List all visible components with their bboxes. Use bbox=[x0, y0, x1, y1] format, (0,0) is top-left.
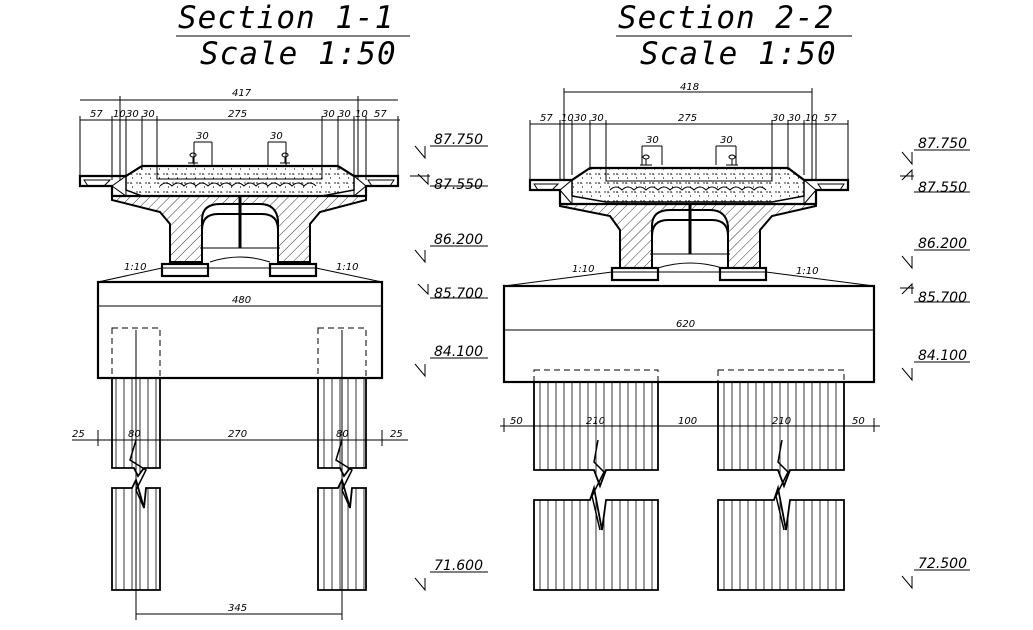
slope-left: 1:10 bbox=[124, 262, 146, 273]
elevation-4: 85.700 bbox=[434, 286, 483, 302]
deck-slab-2 bbox=[528, 166, 850, 206]
elevation-1: 87.750 bbox=[434, 132, 483, 148]
dim-10b-2: 10 bbox=[805, 113, 818, 124]
piles-2 bbox=[533, 381, 845, 591]
dim-pile-gap: 270 bbox=[228, 429, 247, 440]
pier-2 bbox=[559, 203, 817, 269]
section-scale-2: Scale 1:50 bbox=[640, 36, 837, 72]
pile-cap-2: 620 1:10 1:10 bbox=[502, 264, 876, 384]
dim-30d-2: 30 bbox=[788, 113, 801, 124]
elevation-6: 71.600 bbox=[434, 558, 483, 574]
dim-pile-a-2: 210 bbox=[586, 416, 605, 427]
pile-dimensions: 25 80 270 80 25 345 bbox=[72, 429, 408, 615]
elevation-6b: 72.500 bbox=[918, 556, 967, 572]
dim-edge-b-2: 50 bbox=[852, 416, 865, 427]
dim-cap-width-2: 620 bbox=[676, 319, 695, 330]
pile-dimensions-2: 50 210 100 210 50 bbox=[500, 416, 880, 432]
dim-pile-spacing: 345 bbox=[228, 603, 247, 614]
section-title: Section 1-1 bbox=[178, 0, 394, 36]
pier bbox=[111, 195, 367, 263]
dim-rail-b: 30 bbox=[270, 131, 283, 142]
section-1-1: Section 1-1 Scale 1:50 417 57 10 30 30 2… bbox=[72, 0, 488, 620]
dim-57a: 57 bbox=[90, 109, 103, 120]
dim-57b-2: 57 bbox=[824, 113, 837, 124]
section-2-2: Section 2-2 Scale 1:50 418 57 10 30 30 2… bbox=[500, 0, 970, 591]
elevation-3: 86.200 bbox=[434, 232, 483, 248]
dim-edge-a-2: 50 bbox=[510, 416, 523, 427]
slope-left-2: 1:10 bbox=[572, 264, 594, 275]
dim-edge-b: 25 bbox=[390, 429, 403, 440]
section-scale: Scale 1:50 bbox=[200, 36, 397, 72]
dim-10a-2: 10 bbox=[561, 113, 574, 124]
dim-10b: 10 bbox=[355, 109, 368, 120]
piles bbox=[111, 330, 367, 620]
dim-rail-b-2: 30 bbox=[720, 135, 733, 146]
dim-30c: 30 bbox=[322, 109, 335, 120]
section-title-2: Section 2-2 bbox=[618, 0, 834, 36]
elevation-5: 84.100 bbox=[434, 344, 483, 360]
dim-57b: 57 bbox=[374, 109, 387, 120]
dim-pile-a: 80 bbox=[128, 429, 141, 440]
dim-edge-a: 25 bbox=[72, 429, 85, 440]
dim-middle: 275 bbox=[228, 109, 247, 120]
dim-pile-b: 80 bbox=[336, 429, 349, 440]
pile-cap: 480 1:10 1:10 bbox=[96, 262, 384, 380]
elevation-1b: 87.750 bbox=[918, 136, 967, 152]
deck-slab bbox=[78, 164, 400, 198]
bearing-left-2 bbox=[610, 266, 660, 282]
dim-cap-width: 480 bbox=[232, 295, 251, 306]
slope-right: 1:10 bbox=[336, 262, 358, 273]
elevation-2: 87.550 bbox=[434, 177, 483, 193]
dim-rail-a-2: 30 bbox=[646, 135, 659, 146]
top-dimensions: 417 57 10 30 30 275 30 30 10 57 30 30 bbox=[79, 88, 400, 180]
top-dimensions-2: 418 57 10 30 30 275 30 30 10 57 30 30 bbox=[529, 82, 849, 180]
dim-30a-2: 30 bbox=[574, 113, 587, 124]
dim-57a-2: 57 bbox=[540, 113, 553, 124]
bearing-left bbox=[160, 262, 210, 278]
dim-middle-2: 275 bbox=[678, 113, 697, 124]
dim-10a: 10 bbox=[113, 109, 126, 120]
dim-30a: 30 bbox=[126, 109, 139, 120]
dim-30c-2: 30 bbox=[772, 113, 785, 124]
dim-30b-2: 30 bbox=[591, 113, 604, 124]
dim-total-top-2: 418 bbox=[680, 82, 699, 93]
dim-pile-b-2: 210 bbox=[772, 416, 791, 427]
elevation-5b: 84.100 bbox=[918, 348, 967, 364]
elevation-marks-2: 87.750 87.550 86.200 85.700 84.100 72.50… bbox=[900, 136, 970, 590]
bearing-right bbox=[268, 262, 318, 278]
elevation-2b: 87.550 bbox=[918, 180, 967, 196]
elevation-4b: 85.700 bbox=[918, 290, 967, 306]
elevation-3b: 86.200 bbox=[918, 236, 967, 252]
dim-total-top: 417 bbox=[232, 88, 252, 99]
bearing-right-2 bbox=[718, 266, 768, 282]
dim-30b: 30 bbox=[142, 109, 155, 120]
slope-right-2: 1:10 bbox=[796, 266, 818, 277]
dim-30d: 30 bbox=[338, 109, 351, 120]
dim-rail-a: 30 bbox=[196, 131, 209, 142]
elevation-marks: 87.750 87.550 86.200 85.700 84.100 71.60… bbox=[410, 132, 488, 592]
dim-pile-gap-2: 100 bbox=[678, 416, 697, 427]
